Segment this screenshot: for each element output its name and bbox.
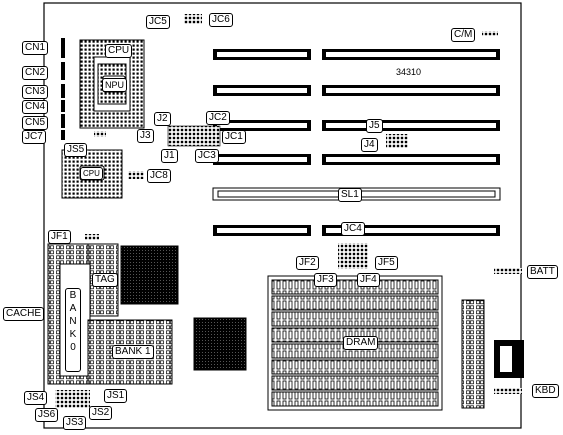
label-jc3: JC3 xyxy=(195,149,219,163)
connector-pins xyxy=(61,38,65,140)
board-id: 34310 xyxy=(396,67,422,77)
label-j1: J1 xyxy=(161,149,178,163)
jumper-block-center xyxy=(167,125,221,147)
label-jf2: JF2 xyxy=(296,256,319,270)
label-bank0: BANK 0 xyxy=(65,288,81,372)
label-bank1: BANK 1 xyxy=(112,345,154,359)
label-cpu-small: CPU xyxy=(80,167,103,180)
jf1-pins xyxy=(85,234,99,240)
label-cm: C/M xyxy=(451,28,476,42)
label-cn4: CN4 xyxy=(22,100,49,114)
jc7-pins xyxy=(94,131,106,137)
label-jc4: JC4 xyxy=(341,222,365,236)
label-jf3: JF3 xyxy=(314,273,337,287)
j4-j5-pins xyxy=(386,134,408,148)
label-cn5: CN5 xyxy=(22,116,49,130)
batt-pins xyxy=(494,268,522,274)
chipset-chip-2 xyxy=(193,317,247,371)
label-tag: TAG xyxy=(92,273,118,287)
chipset-chip-1 xyxy=(120,245,179,305)
label-jf4: JF4 xyxy=(357,273,380,287)
label-npu: NPU xyxy=(102,78,128,92)
label-jf5: JF5 xyxy=(375,256,398,270)
label-jc2: JC2 xyxy=(206,111,230,125)
label-jc7: JC7 xyxy=(22,130,46,144)
label-j5: J5 xyxy=(366,119,383,133)
label-jc6: JC6 xyxy=(209,13,233,27)
jc8-pins xyxy=(128,171,144,179)
js-pins xyxy=(55,390,90,408)
label-js6: JS6 xyxy=(35,408,59,422)
label-batt: BATT xyxy=(527,265,558,279)
label-j4: J4 xyxy=(361,138,378,152)
label-jf1: JF1 xyxy=(48,230,71,244)
label-kbd: KBD xyxy=(532,384,559,398)
cm-pins xyxy=(482,31,498,36)
label-jc1: JC1 xyxy=(222,130,246,144)
label-js4: JS4 xyxy=(24,391,48,405)
label-cn1: CN1 xyxy=(22,41,49,55)
label-js2: JS2 xyxy=(89,406,113,420)
label-js1: JS1 xyxy=(104,389,128,403)
jc4-jf-pins xyxy=(338,243,368,269)
keyboard-connector-inner xyxy=(500,346,512,372)
label-sl1: SL1 xyxy=(338,188,362,202)
label-j2: J2 xyxy=(154,112,171,126)
label-j3: J3 xyxy=(137,129,154,143)
label-js5: JS5 xyxy=(64,143,88,157)
label-js3: JS3 xyxy=(63,416,87,430)
side-connector-strip xyxy=(461,299,485,409)
dram-simm-sockets xyxy=(267,275,443,411)
label-cpu: CPU xyxy=(105,44,133,58)
jc5-jc6-pins xyxy=(184,14,202,24)
label-jc8: JC8 xyxy=(147,169,171,183)
label-cache: CACHE xyxy=(3,307,45,321)
kbd-pins xyxy=(494,388,522,394)
label-cn3: CN3 xyxy=(22,85,49,99)
label-cn2: CN2 xyxy=(22,66,49,80)
label-jc5: JC5 xyxy=(146,15,170,29)
label-dram: DRAM xyxy=(343,336,379,350)
